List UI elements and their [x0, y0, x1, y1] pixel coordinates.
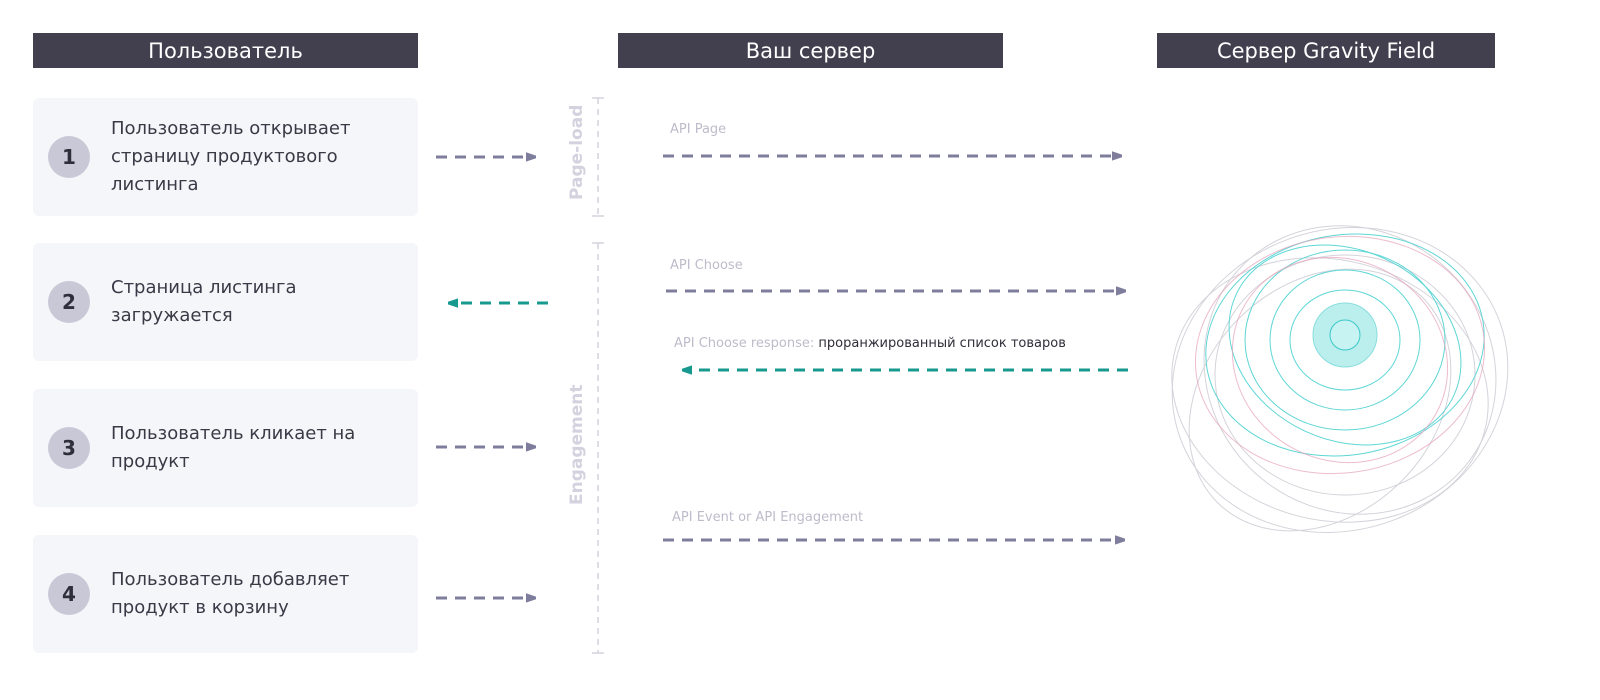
gravity-field-swirl-graphic	[1171, 225, 1509, 533]
step-text: Страница листинга загружается	[111, 277, 297, 326]
step-card-3: 3 Пользователь кликает на продукт	[33, 389, 418, 507]
step-text: Пользователь кликает на продукт	[111, 423, 356, 472]
step-card-2: 2 Страница листинга загружается	[33, 243, 418, 361]
step-text: Пользователь открывает страницу продукто…	[111, 118, 351, 195]
phase-divider	[592, 97, 604, 654]
step-card-1: 1 Пользователь открывает страницу продукт…	[33, 98, 418, 216]
response-label: API Choose response:	[674, 336, 815, 351]
api-choose-label: API Choose	[670, 258, 743, 273]
response-text: проранжированный список товаров	[818, 336, 1066, 351]
header-gravity-field-server: Сервер Gravity Field	[1157, 33, 1495, 68]
step-number: 4	[48, 573, 90, 615]
api-event-label: API Event or API Engagement	[672, 510, 864, 525]
api-choose-response-label: API Choose response: проранжированный сп…	[674, 336, 1066, 351]
step-number: 3	[48, 427, 90, 469]
step-text: Пользователь добавляет продукт в корзину	[111, 569, 350, 618]
header-your-server: Ваш сервер	[618, 33, 1003, 68]
header-user: Пользователь	[33, 33, 418, 68]
api-page-label: API Page	[670, 122, 727, 137]
step-number: 1	[48, 136, 90, 178]
step-number: 2	[48, 281, 90, 323]
step-card-4: 4 Пользователь добавляет продукт в корзин…	[33, 535, 418, 653]
